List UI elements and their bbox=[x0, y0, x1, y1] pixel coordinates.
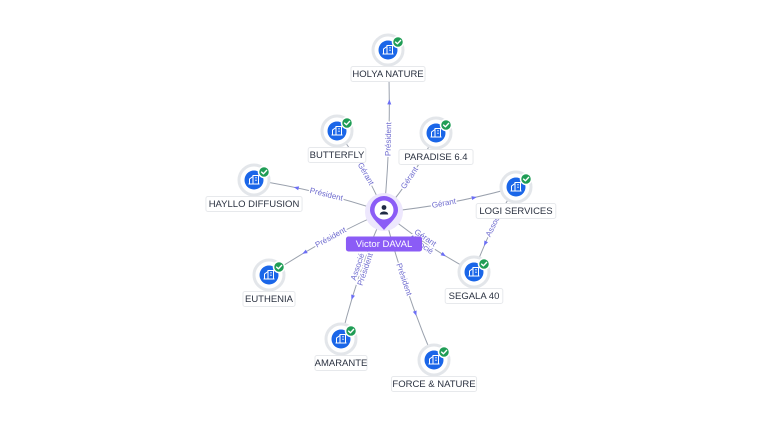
nodes-layer: HOLYA NATURE BUTTERFLY PARADISE 6.4HAYLLO … bbox=[205, 33, 557, 392]
building-icon bbox=[331, 126, 343, 136]
building-icon bbox=[430, 128, 442, 138]
company-label: EUTHENIA bbox=[242, 291, 296, 307]
person-icon bbox=[379, 205, 389, 215]
company-node-segala[interactable]: SEGALA 40 bbox=[444, 255, 504, 304]
edge-arrow-icon bbox=[483, 240, 488, 246]
company-name: FORCE & NATURE bbox=[392, 379, 475, 390]
verified-check-icon bbox=[519, 172, 533, 186]
company-name: EUTHENIA bbox=[245, 294, 294, 305]
building-icon bbox=[248, 175, 260, 185]
company-label: PARADISE 6.4 bbox=[398, 149, 474, 165]
edge-role-label: Président bbox=[309, 186, 345, 203]
building-icon bbox=[335, 334, 347, 344]
company-label: AMARANTE bbox=[314, 355, 368, 371]
company-node-butterfly[interactable]: BUTTERFLY bbox=[307, 114, 367, 163]
verified-check-icon bbox=[439, 118, 453, 132]
edge-role-label: Gérant bbox=[356, 161, 376, 187]
company-node-hayllo[interactable]: HAYLLO DIFFUSION bbox=[205, 163, 303, 212]
verified-check-icon bbox=[391, 35, 405, 49]
edge-role-label: Gérant bbox=[399, 165, 420, 191]
verified-check-icon bbox=[437, 345, 451, 359]
verified-check-icon bbox=[477, 257, 491, 271]
company-name: PARADISE 6.4 bbox=[404, 152, 467, 163]
company-label: SEGALA 40 bbox=[444, 288, 504, 304]
company-name: HOLYA NATURE bbox=[352, 69, 423, 80]
company-node-euthenia[interactable]: EUTHENIA bbox=[242, 258, 296, 307]
edge-arrow-icon bbox=[471, 196, 477, 200]
edge-arrow-icon bbox=[351, 294, 355, 300]
verified-check-icon bbox=[344, 324, 358, 338]
verified-check-icon bbox=[257, 165, 271, 179]
verified-check-icon bbox=[272, 260, 286, 274]
building-icon bbox=[510, 182, 522, 192]
company-name: LOGI SERVICES bbox=[479, 206, 552, 217]
company-label: LOGI SERVICES bbox=[475, 203, 557, 219]
person-label: Victor DAVAL bbox=[345, 236, 423, 252]
edge-arrow-icon bbox=[293, 186, 300, 191]
building-icon bbox=[468, 267, 480, 277]
company-node-force[interactable]: FORCE & NATURE bbox=[390, 343, 478, 392]
edge-role-label: Président bbox=[383, 121, 393, 156]
building-icon bbox=[263, 270, 275, 280]
edge-arrow-icon bbox=[387, 99, 392, 105]
person-pin-inner bbox=[374, 200, 394, 220]
edge-arrow-icon bbox=[412, 310, 417, 316]
edge-arrow-icon bbox=[440, 251, 446, 257]
verified-check-icon bbox=[340, 116, 354, 130]
company-node-paradise[interactable]: PARADISE 6.4 bbox=[398, 116, 474, 165]
center-node[interactable]: Victor DAVAL bbox=[345, 193, 423, 252]
person-name: Victor DAVAL bbox=[356, 239, 413, 250]
company-label: FORCE & NATURE bbox=[390, 376, 478, 392]
edge-role-label: Président bbox=[394, 262, 414, 298]
company-node-amarante[interactable]: AMARANTE bbox=[314, 322, 368, 371]
company-node-holya[interactable]: HOLYA NATURE bbox=[350, 33, 426, 82]
building-icon bbox=[382, 45, 394, 55]
company-label: HOLYA NATURE bbox=[350, 66, 426, 82]
company-name: HAYLLO DIFFUSION bbox=[209, 199, 300, 210]
company-node-logi[interactable]: LOGI SERVICES bbox=[475, 170, 557, 219]
edge-role-label: Président bbox=[314, 225, 349, 250]
company-label: HAYLLO DIFFUSION bbox=[205, 196, 303, 212]
company-name: SEGALA 40 bbox=[449, 291, 500, 302]
edge-role-label: Gérant bbox=[431, 196, 457, 210]
building-icon bbox=[428, 355, 440, 365]
company-label: BUTTERFLY bbox=[307, 147, 367, 163]
company-name: BUTTERFLY bbox=[310, 150, 365, 161]
company-name: AMARANTE bbox=[315, 358, 368, 369]
edge-arrow-icon bbox=[302, 249, 308, 254]
